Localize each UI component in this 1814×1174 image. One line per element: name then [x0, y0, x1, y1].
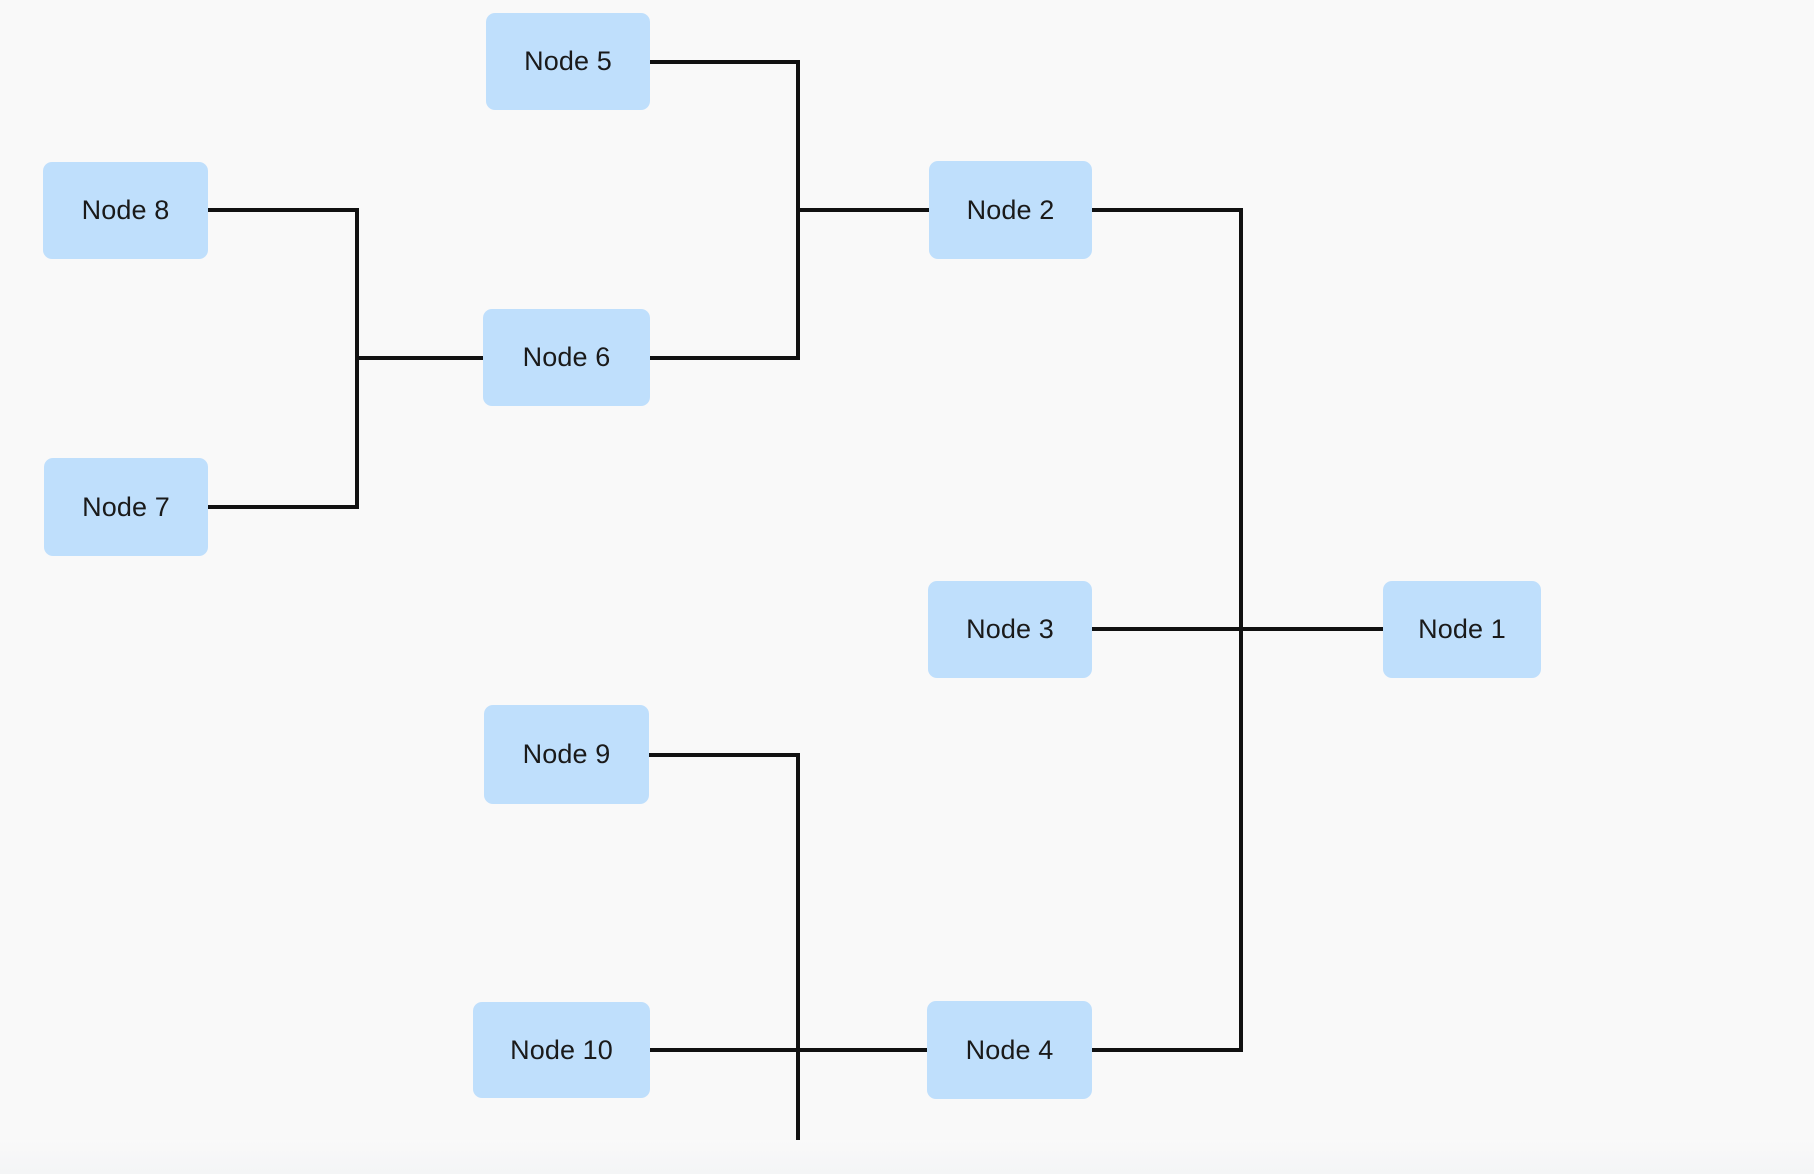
edge-node9-node4 [649, 753, 927, 1052]
edge-node5-node2 [650, 60, 929, 212]
node-5-label: Node 5 [524, 46, 612, 76]
node-4[interactable]: Node 4 [927, 1001, 1092, 1099]
edge-node4-node1 [1092, 629, 1243, 1052]
node-2-label: Node 2 [966, 194, 1055, 225]
edge-node7-node6 [208, 358, 359, 509]
node-2[interactable]: Node 2 [929, 161, 1092, 259]
node-3-label: Node 3 [966, 614, 1054, 644]
edge-node2-node1 [1092, 208, 1243, 629]
node-8[interactable]: Node 8 [43, 162, 208, 259]
node-9[interactable]: Node 9 [484, 705, 649, 804]
node-6[interactable]: Node 6 [483, 309, 650, 406]
node-10[interactable]: Node 10 [473, 1002, 650, 1098]
node-9-label: Node 9 [522, 739, 611, 769]
node-5[interactable]: Node 5 [486, 13, 650, 110]
edge-node6-node2 [650, 210, 800, 360]
node-4-label: Node 4 [965, 1034, 1054, 1065]
node-10-label: Node 10 [510, 1034, 613, 1065]
node-1[interactable]: Node 1 [1383, 581, 1541, 678]
node-6-label: Node 6 [522, 342, 611, 372]
edge-node8-node6 [208, 208, 483, 360]
node-3[interactable]: Node 3 [928, 581, 1092, 678]
node-1-label: Node 1 [1418, 614, 1506, 644]
node-8-label: Node 8 [81, 195, 170, 225]
node-7-label: Node 7 [82, 491, 170, 522]
node-7[interactable]: Node 7 [44, 458, 208, 556]
